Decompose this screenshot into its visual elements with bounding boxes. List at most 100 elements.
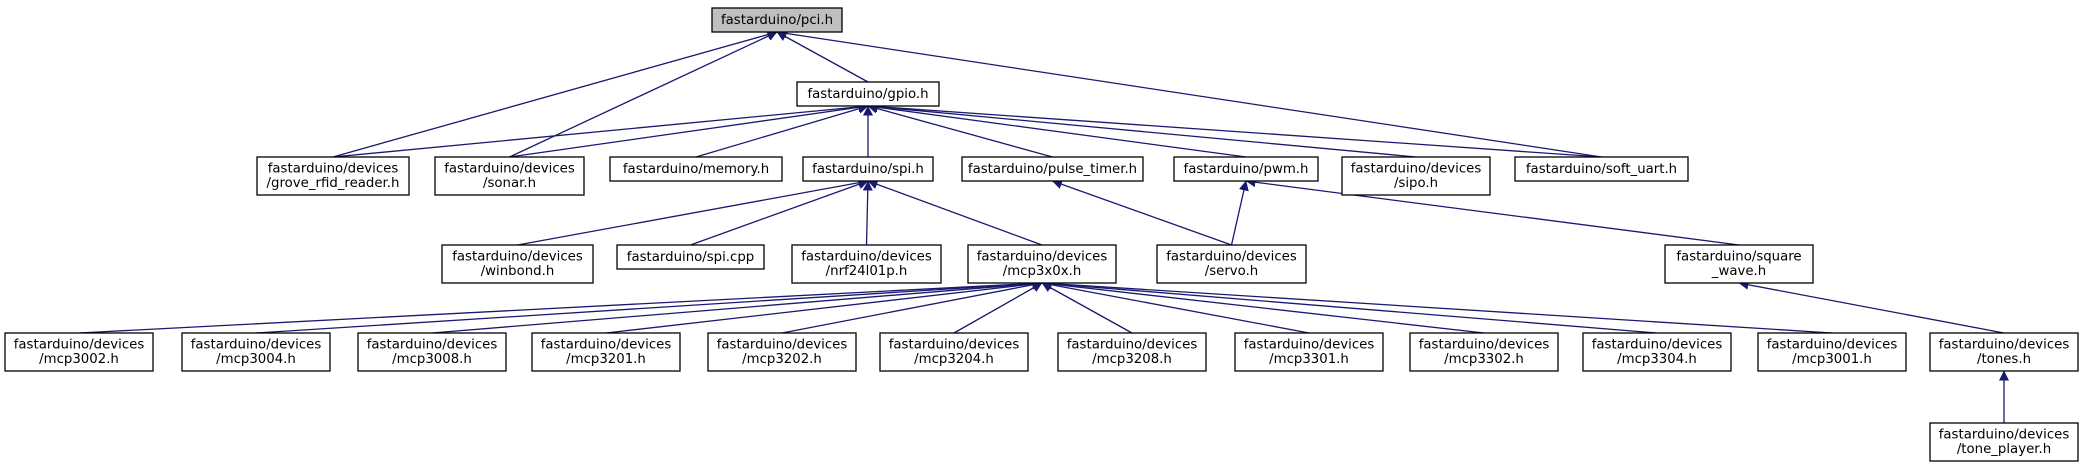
- edge: [776, 31, 869, 83]
- node-servo[interactable]: fastarduino/devices/servo.h: [1156, 244, 1307, 284]
- node-box: [256, 156, 410, 196]
- node-box: [707, 332, 857, 372]
- edge: [1041, 279, 1310, 334]
- edge: [867, 101, 1602, 158]
- node-pwm[interactable]: fastarduino/pwm.h: [1173, 156, 1319, 182]
- node-label: /nrf24l01p.h: [826, 264, 908, 279]
- node-box: [1929, 422, 2079, 462]
- node-label: fastarduino/devices: [444, 162, 575, 177]
- node-pulse[interactable]: fastarduino/pulse_timer.h: [961, 156, 1144, 182]
- node-label: fastarduino/devices: [1767, 338, 1898, 353]
- edge: [867, 101, 1417, 158]
- edge: [332, 29, 778, 158]
- node-label: /mcp3301.h: [1269, 352, 1349, 367]
- node-softuart[interactable]: fastarduino/soft_uart.h: [1514, 156, 1689, 182]
- node-label: fastarduino/devices: [1939, 428, 2070, 443]
- edge-nrf-to-spi_h: [862, 180, 873, 246]
- node-label: /mcp3008.h: [392, 352, 472, 367]
- edge-grove-to-gpio: [332, 101, 869, 158]
- node-box: [357, 332, 507, 372]
- node-mcp3002[interactable]: fastarduino/devices/mcp3002.h: [4, 332, 154, 372]
- node-winbond[interactable]: fastarduino/devices/winbond.h: [441, 244, 594, 284]
- edge: [1245, 177, 1740, 246]
- node-label: /servo.h: [1205, 264, 1258, 279]
- edge: [605, 279, 1043, 334]
- node-label: /mcp3204.h: [914, 352, 994, 367]
- node-label: fastarduino/devices: [452, 250, 583, 265]
- node-mcp3202[interactable]: fastarduino/devices/mcp3202.h: [707, 332, 857, 372]
- node-label: fastarduino/gpio.h: [807, 87, 928, 102]
- node-spi_h[interactable]: fastarduino/spi.h: [802, 156, 934, 182]
- node-label: fastarduino/devices: [268, 162, 399, 177]
- node-mcp3001[interactable]: fastarduino/devices/mcp3001.h: [1757, 332, 1907, 372]
- node-box: [1409, 332, 1559, 372]
- edge-spicpp-to-spi_h: [690, 179, 869, 246]
- node-label: fastarduino/spi.cpp: [627, 250, 754, 265]
- edge-mcp3204-to-mcp3x0x: [953, 282, 1043, 334]
- node-mcp3304[interactable]: fastarduino/devices/mcp3304.h: [1582, 332, 1732, 372]
- edge-square-to-pwm: [1245, 177, 1740, 246]
- edge: [867, 179, 1043, 246]
- node-label: fastarduino/devices: [977, 250, 1108, 265]
- node-mcp3x0x[interactable]: fastarduino/devices/mcp3x0x.h: [967, 244, 1117, 284]
- node-label: /mcp3002.h: [39, 352, 119, 367]
- node-grove[interactable]: fastarduino/devices/grove_rfid_reader.h: [256, 156, 410, 196]
- node-label: /grove_rfid_reader.h: [267, 176, 400, 191]
- node-label: fastarduino/devices: [541, 338, 672, 353]
- node-square[interactable]: fastarduino/square_wave.h: [1664, 244, 1814, 284]
- node-box: [802, 156, 934, 182]
- node-box: [791, 244, 942, 284]
- node-mcp3004[interactable]: fastarduino/devices/mcp3004.h: [181, 332, 331, 372]
- node-toneplayer[interactable]: fastarduino/devices/tone_player.h: [1929, 422, 2079, 462]
- node-sonar[interactable]: fastarduino/devices/sonar.h: [434, 156, 585, 196]
- node-box: [961, 156, 1144, 182]
- node-nrf[interactable]: fastarduino/devices/nrf24l01p.h: [791, 244, 942, 284]
- node-pci[interactable]: fastarduino/pci.h: [711, 7, 843, 33]
- node-label: fastarduino/devices: [889, 338, 1020, 353]
- edge: [509, 102, 869, 158]
- node-label: fastarduino/devices: [191, 338, 322, 353]
- node-mcp3201[interactable]: fastarduino/devices/mcp3201.h: [531, 332, 681, 372]
- node-memory[interactable]: fastarduino/memory.h: [609, 156, 783, 182]
- node-mcp3204[interactable]: fastarduino/devices/mcp3204.h: [879, 332, 1029, 372]
- node-label: fastarduino/devices: [1592, 338, 1723, 353]
- node-label: fastarduino/devices: [1939, 338, 2070, 353]
- edge-winbond-to-spi_h: [517, 177, 869, 246]
- node-gpio[interactable]: fastarduino/gpio.h: [796, 81, 940, 107]
- node-box: [181, 332, 331, 372]
- node-label: fastarduino/devices: [1419, 338, 1550, 353]
- node-box: [1757, 332, 1907, 372]
- node-label: /mcp3201.h: [566, 352, 646, 367]
- node-mcp3302[interactable]: fastarduino/devices/mcp3302.h: [1409, 332, 1559, 372]
- node-label: fastarduino/pwm.h: [1184, 162, 1309, 177]
- node-box: [4, 332, 154, 372]
- node-tones[interactable]: fastarduino/devices/tones.h: [1929, 332, 2079, 372]
- node-mcp3208[interactable]: fastarduino/devices/mcp3208.h: [1057, 332, 1207, 372]
- edge-memory-to-gpio: [695, 103, 869, 158]
- node-label: /mcp3302.h: [1444, 352, 1524, 367]
- node-box: [441, 244, 594, 284]
- edge-mcp3001-to-mcp3x0x: [1041, 278, 1833, 334]
- edge-sonar-to-gpio: [509, 102, 869, 158]
- edge-mcp3x0x-to-spi_h: [867, 179, 1043, 246]
- node-mcp3301[interactable]: fastarduino/devices/mcp3301.h: [1234, 332, 1384, 372]
- node-label: fastarduino/pulse_timer.h: [968, 162, 1137, 177]
- node-box: [434, 156, 585, 196]
- edge-softuart-to-gpio: [867, 101, 1602, 158]
- node-label: /winbond.h: [481, 264, 555, 279]
- node-box: [879, 332, 1029, 372]
- node-label: fastarduino/spi.h: [812, 162, 924, 177]
- edge-mcp3202-to-mcp3x0x: [781, 279, 1043, 334]
- node-label: fastarduino/square: [1676, 250, 1801, 265]
- node-box: [1057, 332, 1207, 372]
- node-mcp3008[interactable]: fastarduino/devices/mcp3008.h: [357, 332, 507, 372]
- node-label: fastarduino/devices: [717, 338, 848, 353]
- node-sipo[interactable]: fastarduino/devices/sipo.h: [1341, 156, 1491, 196]
- edge: [690, 179, 869, 246]
- edge: [1041, 278, 1658, 334]
- edge-layer: [78, 28, 2009, 423]
- node-spicpp[interactable]: fastarduino/spi.cpp: [616, 244, 765, 270]
- node-box: [796, 81, 940, 107]
- node-label: _wave.h: [1711, 264, 1766, 279]
